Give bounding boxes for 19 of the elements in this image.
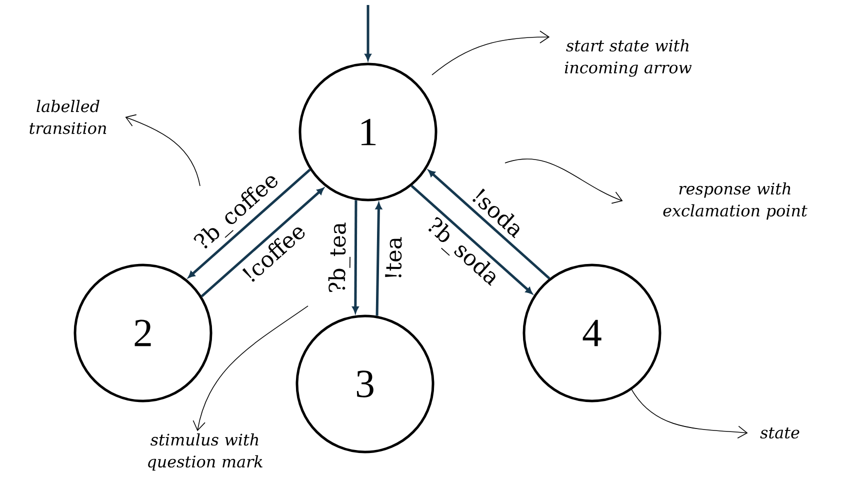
- transition-arrow: [428, 170, 550, 280]
- annotation-text: response with exclamation point: [663, 182, 808, 220]
- transition-arrow: [188, 168, 311, 278]
- transition-arrow: [410, 184, 532, 294]
- annotation-text: state: [760, 427, 800, 438]
- annotation-arrow: [631, 389, 748, 439]
- annotation-text: start state with incoming arrow: [564, 39, 692, 77]
- incoming-arrow: [364, 5, 372, 60]
- annotation-arrow: [504, 158, 623, 204]
- transition-arrow: [376, 202, 382, 316]
- annotation-arrow: [125, 114, 200, 186]
- transition-arrow: [200, 188, 324, 298]
- transition-arrow: [352, 200, 359, 314]
- annotation-arrow: [192, 306, 308, 432]
- annotation-text: stimulus with question mark: [148, 433, 262, 471]
- annotation-text: labelled transition: [30, 100, 106, 134]
- edge-label: ?b_tea: [327, 220, 352, 295]
- annotation-arrow: [432, 30, 550, 76]
- edge-label: !tea: [384, 235, 403, 282]
